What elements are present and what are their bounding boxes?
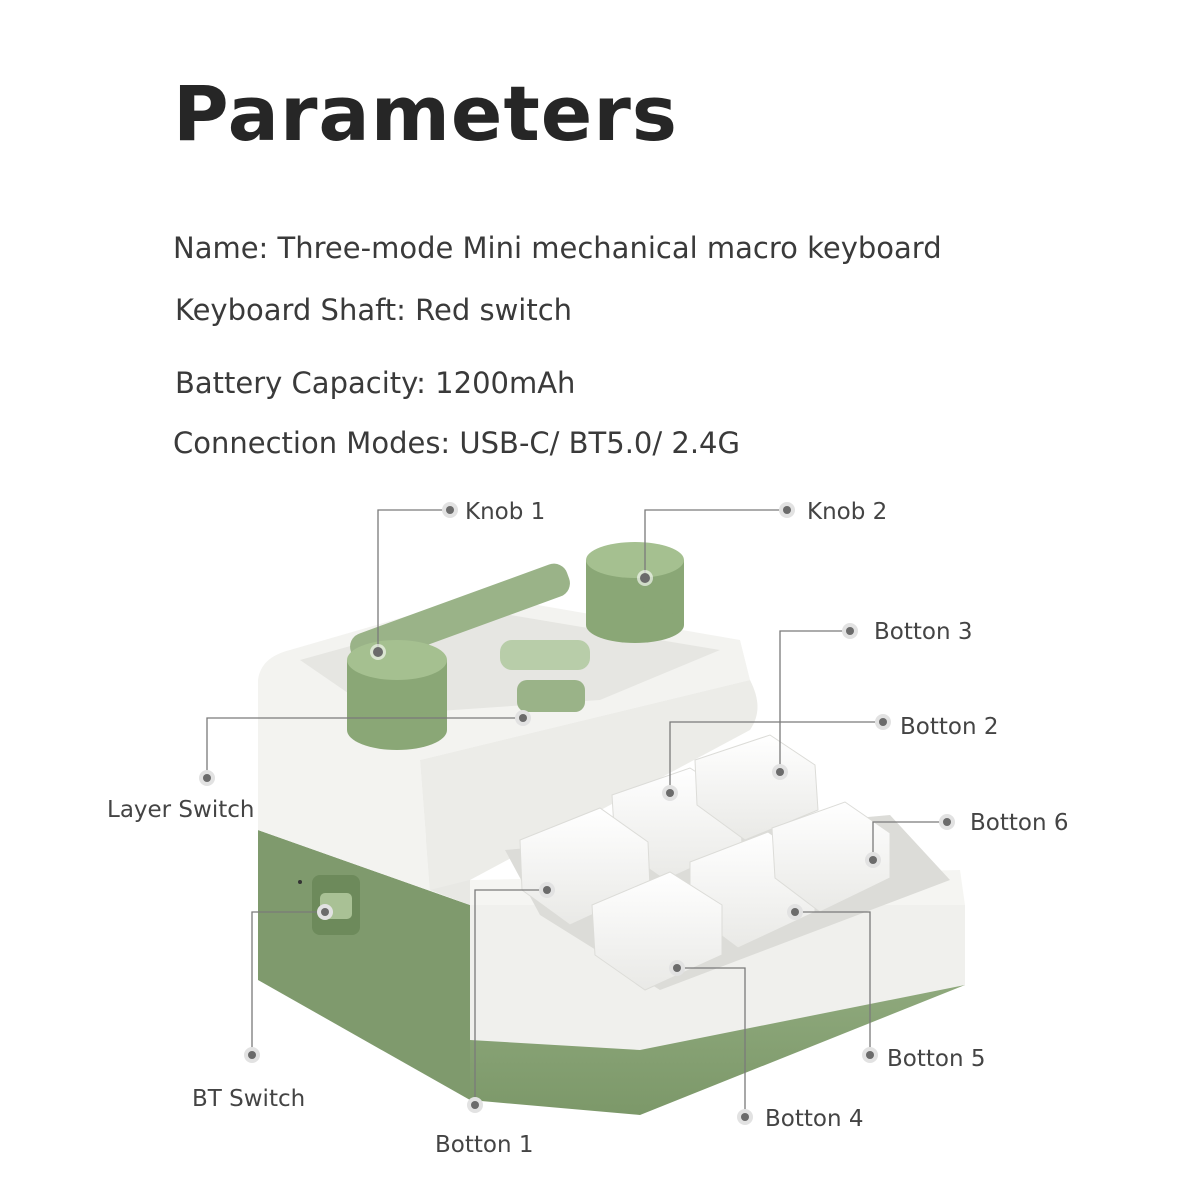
button1-anchor-dot	[467, 882, 555, 1113]
button3-anchor-dot	[772, 623, 858, 780]
keycap-button-4	[591, 871, 723, 991]
spec-battery-capacity: Battery Capacity: 1200mAh	[175, 366, 576, 400]
keycap-button-6	[771, 801, 891, 913]
callout-label-knob-2: Knob 2	[807, 499, 888, 525]
callout-label-layer-switch: Layer Switch	[107, 797, 255, 823]
keycap-button-3	[694, 734, 819, 841]
callout-label-button-5: Botton 5	[887, 1046, 986, 1072]
spec-keyboard-shaft: Keyboard Shaft: Red switch	[175, 293, 573, 327]
callout-dots	[199, 502, 955, 1125]
callout-label-button-6: Botton 6	[970, 810, 1069, 836]
knob1-anchor-dot	[370, 502, 458, 660]
spec-name: Name: Three-mode Mini mechanical macro k…	[173, 231, 942, 265]
callout-label-button-1: Botton 1	[435, 1132, 534, 1158]
page-title: Parameters	[173, 69, 679, 158]
button6-anchor-dot	[865, 814, 955, 868]
knob2-anchor-dot	[637, 502, 795, 586]
button4-anchor-dot	[669, 960, 753, 1125]
callout-label-button-2: Botton 2	[900, 714, 999, 740]
knob-1	[347, 640, 447, 750]
callout-leaders	[206, 509, 947, 1117]
layer-switch-anchor-dot	[199, 710, 531, 786]
knob-2	[586, 542, 684, 643]
callout-label-button-3: Botton 3	[874, 619, 973, 645]
callout-label-button-4: Botton 4	[765, 1106, 864, 1132]
button2-anchor-dot	[662, 714, 891, 801]
callout-label-bt-switch: BT Switch	[192, 1086, 306, 1112]
button5-anchor-dot	[787, 904, 878, 1063]
callout-label-knob-1: Knob 1	[465, 499, 546, 525]
bt-switch-anchor-dot	[244, 904, 333, 1063]
spec-connection-modes: Connection Modes: USB-C/ BT5.0/ 2.4G	[173, 426, 740, 460]
